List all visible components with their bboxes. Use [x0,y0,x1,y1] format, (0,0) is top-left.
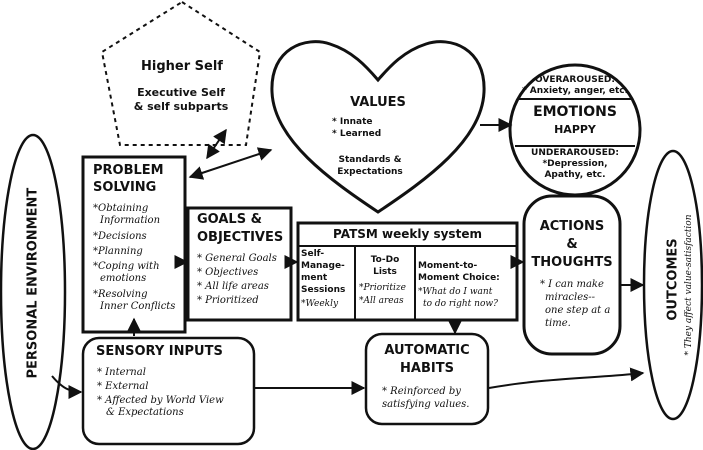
goals-title2: OBJECTIVES [197,230,284,245]
sensory-item-0: * Internal [97,367,146,378]
patsm-col1-3: Sessions [301,285,346,295]
higher-self-pentagon [100,0,262,146]
patsm-col2-1: Lists [373,267,397,277]
patsm-col1-1: Manage- [301,261,345,271]
arrow-problem-to-values [188,147,273,180]
emotions-over-desc: * Anxiety, anger, etc. [521,86,629,96]
higher-self-line1: Executive Self [137,86,225,99]
habits-note-0: * Reinforced by [382,386,461,397]
actions-title1: ACTIONS [539,219,605,234]
higher-self-title: Higher Self [141,59,223,74]
values-heart [270,40,486,214]
habits-box [364,332,490,426]
goals-item-3: * Prioritized [197,295,259,306]
problem-solving-title2: SOLVING [93,180,157,195]
patsm-col3-note-0: *What do I want [418,287,493,297]
habits-title2: HABITS [400,361,454,376]
emotions-under-desc1: *Depression, [542,159,608,169]
sensory-title: SENSORY INPUTS [96,344,223,359]
emotions-over-title: OVERAROUSED: [534,75,615,85]
problem-item-1: Information [100,215,161,226]
values-item-learned: * Learned [332,129,382,139]
patsm-col1-0: Self- [301,249,325,259]
values-standards: Standards & [338,155,402,165]
sensory-box [81,336,256,446]
patsm-col3-note-1: to do right now? [423,299,498,309]
actions-box [522,194,622,356]
problem-item-2: *Decisions [93,231,147,242]
actions-note-2: one step at a [545,305,611,316]
values-expectations: Expectations [337,167,403,177]
problem-item-0: *Obtaining [93,203,149,214]
habits-note-1: satisfying values. [382,399,470,410]
patsm-col2-note-0: *Prioritize [359,283,406,293]
arrow-habits-to-outcomes [488,367,645,389]
goals-title1: GOALS & [197,212,262,227]
patsm-col3-0: Moment-to- [418,261,478,271]
personal-environment-oval [0,133,67,450]
outcomes-title: OUTCOMES [665,238,681,321]
goals-item-2: * All life areas [197,281,269,292]
values-title: VALUES [350,95,406,110]
values-item-innate: * Innate [332,117,373,127]
problem-item-7: Inner Conflicts [100,301,176,312]
patsm-col1-note: *Weekly [301,299,339,309]
problem-solving-title1: PROBLEM [93,163,164,178]
personal-environment-label: PERSONAL ENVIRONMENT [25,187,41,379]
patsm-col1-2: ment [301,273,328,283]
actions-title2: & [566,237,578,252]
problem-item-6: *Resolving [93,289,148,300]
higher-self-line2: & self subparts [133,100,229,113]
actions-title3: THOUGHTS [531,255,613,270]
goals-item-1: * Objectives [197,267,259,278]
patsm-col2-0: To-Do [370,255,400,265]
arrow-environment-to-sensory [51,375,83,399]
sensory-item-2: * Affected by World View [97,395,224,406]
problem-item-5: emotions [100,273,147,284]
problem-item-4: *Coping with [93,261,160,272]
sensory-item-3: & Expectations [106,407,184,418]
habits-title1: AUTOMATIC [384,343,470,358]
patsm-box [296,221,519,322]
actions-note-3: time. [545,318,571,329]
emotions-under-desc2: Apathy, etc. [544,170,606,180]
patsm-col2-note-1: *All areas [359,296,404,306]
emotions-under-title: UNDERAROUSED: [531,148,619,158]
emotions-happy: HAPPY [554,123,596,136]
patsm-title: PATSM weekly system [333,227,482,241]
actions-note-1: miracles-- [545,292,596,303]
problem-item-3: *Planning [93,246,143,257]
sensory-item-1: * External [97,381,149,392]
emotions-title: EMOTIONS [533,104,617,120]
outcomes-note: * They affect value-satisfaction [684,214,694,356]
patsm-col3-1: Moment Choice: [418,273,500,283]
actions-note-0: * I can make [540,279,604,290]
goals-item-0: * General Goals [197,253,277,264]
